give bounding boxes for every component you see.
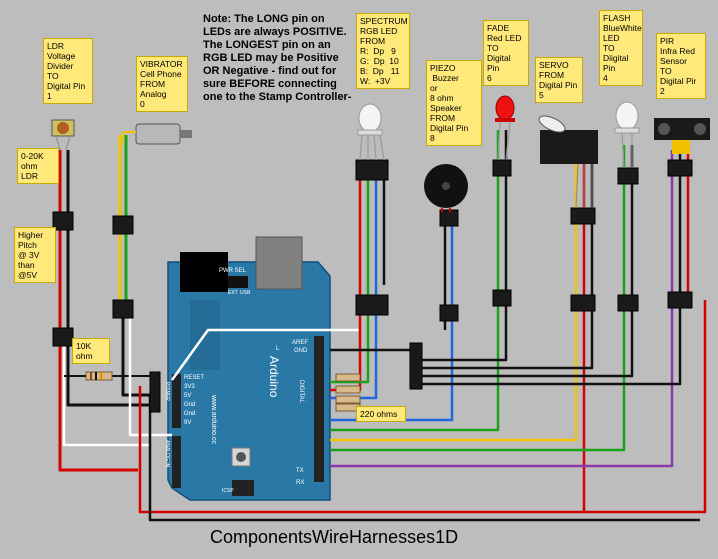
v5-label: 5V [184,393,191,399]
fade-wire-green [330,130,500,432]
usb-connector [255,236,303,290]
pir-wire-purple [330,150,674,468]
ldr-label: LDR Voltage Divider TO Digital Pin 1 [43,38,93,104]
led-polarity-note: Note: The LONG pin on LEDs are always PO… [203,13,352,103]
aref-label: AREF [292,340,308,346]
flash-bluewhite-led [614,101,640,169]
gnd3-label: Gnd [184,411,195,417]
l-label: L [276,346,280,352]
resistor-220-r [335,373,361,382]
ldr-wire-black [66,150,150,407]
reset-label: RESET [184,375,204,381]
ldr-sensor [51,119,75,151]
wires [58,130,707,522]
spectrum-label: SPECTRUM RGB LED FROM R: Dp 9 G: Dp 10 B… [356,13,410,89]
digital-label: DIGITAL [298,380,304,404]
fade-red-led [495,95,515,161]
piezo-label: PIEZO Buzzer or 8 ohm Speaker FROM Digit… [426,60,482,146]
vibrator-wire-black [121,310,160,397]
flash-wire-green [330,145,626,452]
vibrator-label: VIBRATOR Cell Phone FROM Analog 0 [136,56,188,112]
power-bus-black [148,396,700,522]
icsp-label: ICSP [222,488,234,494]
fade-wire-black [420,130,508,362]
power-jack [180,252,228,292]
power-header [172,374,181,428]
servo-motor [538,115,598,209]
power-label: POWER [164,382,170,401]
servo-wire-yellow [330,160,578,442]
rgb-led [357,103,385,161]
rx-label: RX [296,480,304,486]
analog-header [172,436,181,488]
pwr-sel-label: PWR SEL [219,268,247,274]
pwr-sel-jumper [228,276,248,288]
vibrator-motor [119,123,192,151]
ldr-wire-red [58,150,138,472]
connectors [52,159,693,413]
vibrator-wire-white [128,318,172,437]
flash-label: FLASH BlueWhite LED TO Diigital Pin 4 [599,10,643,86]
resistor-10k-label: 10K ohm [72,338,110,364]
resistor-220-g [335,385,361,394]
tx-label: TX [296,468,304,474]
flash-wire-black [420,145,634,378]
pir-label: PIR Infra Red Sensor TO Digital Pir 2 [656,33,706,99]
arduino-board: Arduino www.arduino.cc PWR SEL EXT USB A… [164,236,331,501]
resistor-220-label: 220 ohms [356,406,406,422]
pir-wire-black [420,150,682,386]
usb-label: USB [240,290,251,296]
rgb-wire-red [330,180,362,392]
diagram-caption: ComponentsWireHarnesses1D [210,527,459,547]
vin-label: 9V [184,420,191,426]
icsp-header [232,480,254,496]
board-url: www.arduino.cc [210,394,217,445]
gnd2-label: Gnd [184,402,195,408]
power-bus-red [138,300,707,514]
fade-label: FADE Red LED TO Digital Pin 6 [483,20,529,86]
servo-label: SERVO FROM Digital Pin 5 [535,57,583,103]
piezo-buzzer [424,164,468,212]
pitch-label: Higher Pitch @ 3V than @5V [14,227,56,283]
servo-wire-black [420,160,594,370]
gnd-label: GND [294,348,308,354]
analog-label: ANALOG IN [164,440,170,468]
aref-wire [170,328,360,381]
board-brand: Arduino [267,356,281,398]
rgb-wire-green [330,180,370,384]
pir-sensor [654,118,710,154]
ldr-ohm-label: 0-20K ohm LDR [17,148,59,184]
resistor-220-b [335,395,361,404]
ext-label: EXT [228,290,238,296]
digital-header [314,336,324,482]
v33-label: 3V3 [184,384,195,390]
resistor-10k [85,371,113,381]
